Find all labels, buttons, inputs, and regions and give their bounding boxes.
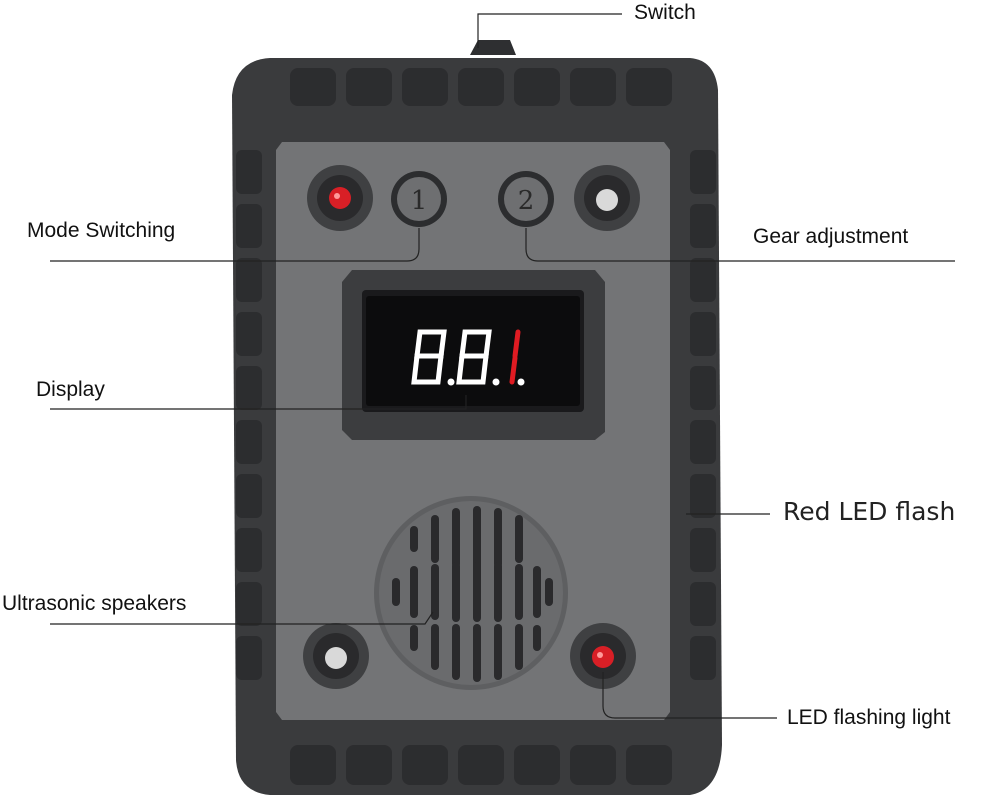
red-led-top-left xyxy=(307,165,373,231)
display-digit-1 xyxy=(411,329,447,385)
led-flashing-light-leader xyxy=(602,672,777,719)
top-grip-ridges xyxy=(290,68,672,106)
ultrasonic-speakers-leader xyxy=(50,611,434,625)
display-digit-2 xyxy=(456,329,492,385)
right-grip-ridges xyxy=(690,150,716,680)
ultrasonic-speaker xyxy=(374,496,568,690)
mode-button-1[interactable]: 1 xyxy=(391,171,447,227)
gear-adjustment-leader xyxy=(525,228,955,262)
red-led-bottom-right xyxy=(570,623,636,689)
button-2-label: 2 xyxy=(518,186,535,216)
callout-led-flashing-light: LED flashing light xyxy=(787,706,951,729)
callout-gear-adjustment: Gear adjustment xyxy=(753,225,909,248)
mode-switching-leader xyxy=(50,228,420,262)
switch-leader xyxy=(477,13,622,48)
white-led-top-right xyxy=(574,165,640,231)
white-led-bottom-left xyxy=(303,623,369,689)
callout-red-led-flash: Red LED flash xyxy=(783,497,956,526)
display-panel xyxy=(342,270,605,440)
callout-switch: Switch xyxy=(634,1,696,24)
display-leader xyxy=(50,395,467,410)
callout-ultrasonic-speakers: Ultrasonic speakers xyxy=(2,592,187,615)
bottom-grip-ridges xyxy=(290,745,672,785)
callout-display: Display xyxy=(36,378,105,401)
display-digit-3-active xyxy=(509,329,521,385)
callout-mode-switching: Mode Switching xyxy=(27,219,176,242)
speaker-grille-slots xyxy=(392,506,553,682)
button-1-label: 1 xyxy=(411,186,428,216)
gear-button-2[interactable]: 2 xyxy=(498,171,554,227)
callout-leader-lines xyxy=(50,13,955,719)
left-grip-ridges xyxy=(236,150,262,680)
switch-knob xyxy=(470,40,516,55)
